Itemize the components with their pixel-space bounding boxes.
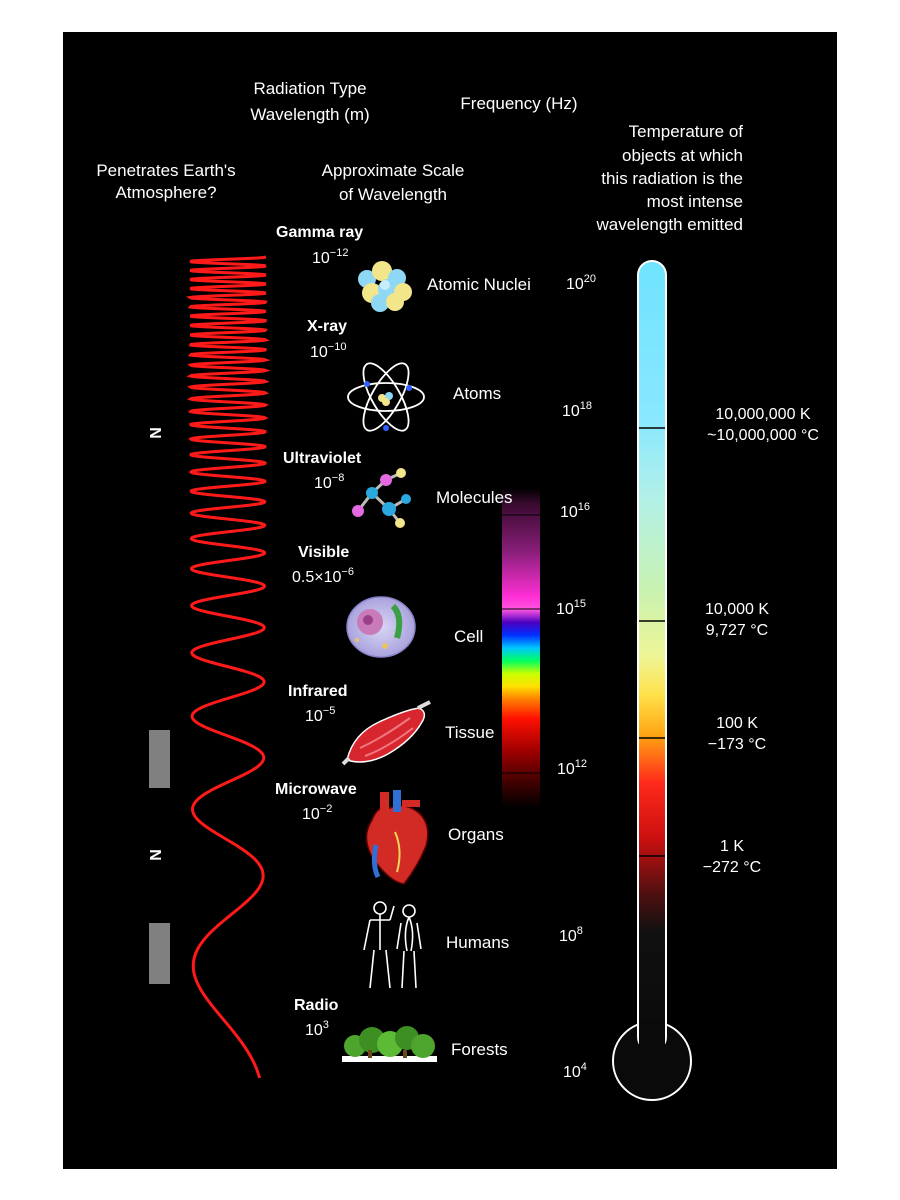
atmosphere-block-marker: [149, 730, 170, 788]
atmosphere-marker-upper: N: [147, 427, 165, 439]
thermometer: [612, 260, 692, 1101]
diagram-panel: [63, 32, 837, 1169]
frequency-1e4: 104: [563, 1061, 587, 1081]
header-frequency: Frequency (Hz): [460, 94, 578, 113]
object-atoms: Atoms: [453, 384, 502, 403]
frequency-1e12: 1012: [557, 758, 588, 778]
header-temperature-line4: most intense: [646, 192, 743, 211]
visible-spectrum-bar: [502, 488, 540, 808]
forest-icon: [342, 1026, 437, 1062]
atmosphere-block-marker: [149, 923, 170, 984]
atom-icon: [347, 362, 425, 432]
band-gamma-ray: Gamma ray: [276, 224, 364, 241]
object-organs: Organs: [448, 825, 504, 844]
band-ultraviolet: Ultraviolet: [283, 450, 362, 467]
header-temperature-line3: this radiation is the: [601, 169, 743, 188]
temperature-10000000k: 10,000,000 K~10,000,000 °C: [707, 406, 819, 444]
object-cell: Cell: [454, 627, 484, 646]
band-visible: Visible: [298, 544, 350, 561]
wavelength-visible: 0.5×10−6: [292, 566, 354, 586]
header-penetrates-line1: Penetrates Earth's: [96, 161, 236, 180]
band-infrared: Infrared: [288, 683, 348, 700]
molecule-icon: [352, 468, 411, 528]
wavelength-microwave: 10−2: [302, 803, 333, 823]
object-atomic-nuclei: Atomic Nuclei: [427, 275, 531, 294]
frequency-1e16: 1016: [560, 501, 591, 521]
atmosphere-marker-lower: N: [147, 849, 165, 861]
band-microwave: Microwave: [275, 781, 357, 798]
wavelength-gamma: 10−12: [312, 247, 349, 267]
header-temperature-line2: objects at which: [622, 146, 743, 165]
wavelength-wave: [185, 255, 271, 1079]
header-temperature-line1: Temperature of: [628, 122, 743, 141]
frequency-1e18: 1018: [562, 400, 593, 420]
object-humans: Humans: [446, 933, 510, 952]
header-penetrates-line2: Atmosphere?: [115, 183, 217, 202]
frequency-1e15: 1015: [556, 598, 587, 618]
frequency-1e8: 108: [559, 925, 583, 945]
header-wavelength: Wavelength (m): [250, 105, 370, 124]
temperature-100k: 100 K−173 °C: [707, 715, 767, 753]
atomic-nuclei-icon: [358, 261, 412, 312]
band-radio: Radio: [294, 997, 339, 1014]
frequency-1e20: 1020: [566, 273, 597, 293]
header-scale-line1: Approximate Scale: [321, 161, 465, 180]
tissue-icon: [341, 700, 431, 766]
header-scale-line2: of Wavelength: [338, 185, 448, 204]
band-x-ray: X-ray: [307, 318, 348, 335]
cell-icon: [346, 596, 416, 658]
object-molecules: Molecules: [436, 488, 513, 507]
object-forests: Forests: [451, 1040, 508, 1059]
object-tissue: Tissue: [445, 723, 495, 742]
temperature-1k: 1 K−272 °C: [702, 838, 762, 876]
header-radiation-type: Radiation Type: [253, 79, 367, 98]
humans-icon: [363, 901, 422, 989]
heart-icon: [365, 790, 429, 885]
header-temperature-line5: wavelength emitted: [596, 215, 743, 234]
wavelength-ultraviolet: 10−8: [314, 472, 345, 492]
wavelength-infrared: 10−5: [305, 705, 336, 725]
wavelength-radio: 103: [305, 1019, 329, 1039]
wavelength-xray: 10−10: [310, 341, 347, 361]
